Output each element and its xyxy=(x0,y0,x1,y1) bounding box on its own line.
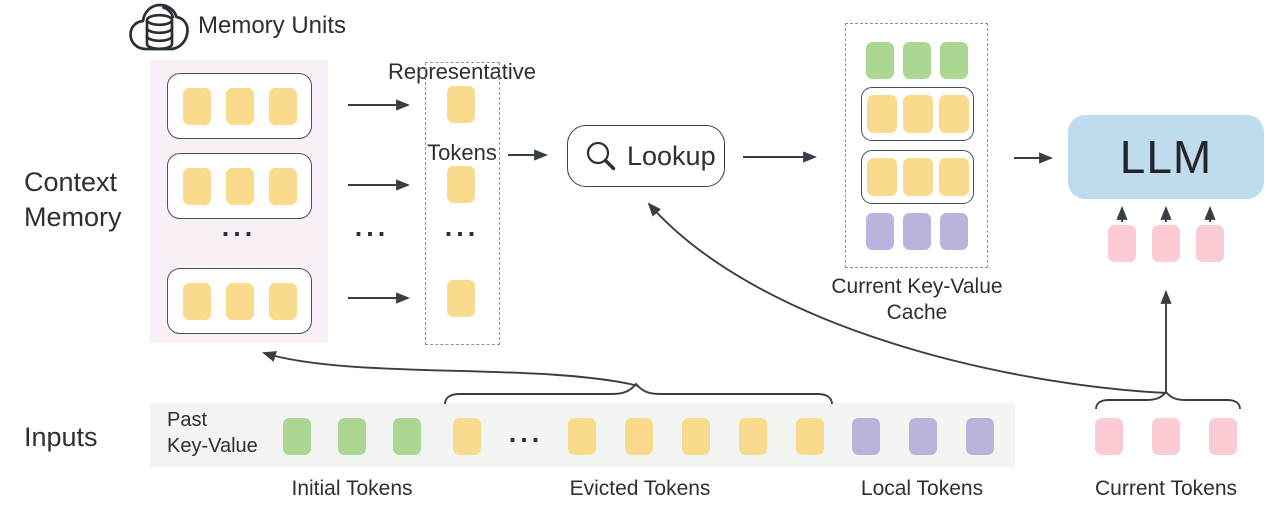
yellow-token xyxy=(866,158,897,196)
yellow-token xyxy=(182,282,211,320)
lookup-label: Lookup xyxy=(627,140,716,171)
purple-token xyxy=(865,213,894,250)
llm-input-tokens xyxy=(1108,225,1224,262)
cache-memory-unit-2 xyxy=(861,150,974,204)
representative-token-1 xyxy=(447,86,475,123)
green-token xyxy=(865,42,894,79)
pink-token xyxy=(1152,225,1180,262)
yellow-token xyxy=(447,280,475,317)
purple-token xyxy=(966,418,994,455)
yellow-token xyxy=(739,418,767,455)
arrows-ellipsis: ... xyxy=(354,212,390,242)
current-tokens-group xyxy=(1095,418,1237,455)
pink-token xyxy=(1209,418,1237,455)
representative-tokens-box xyxy=(425,62,500,345)
yellow-token xyxy=(902,158,933,196)
yellow-token xyxy=(568,418,596,455)
representative-token-2 xyxy=(447,166,475,203)
yellow-token xyxy=(938,158,969,196)
yellow-token xyxy=(225,282,254,320)
yellow-token xyxy=(902,95,933,133)
pink-token xyxy=(1152,418,1180,455)
yellow-token xyxy=(866,95,897,133)
representative-token-3 xyxy=(447,280,475,317)
evicted-tokens-label: Evicted Tokens xyxy=(569,477,711,500)
green-token xyxy=(338,418,366,455)
memory-unit-3 xyxy=(167,268,312,334)
yellow-token xyxy=(182,87,211,125)
yellow-token xyxy=(225,87,254,125)
lookup-box: Lookup xyxy=(567,125,725,187)
memory-unit-1 xyxy=(167,73,312,139)
initial-tokens-label: Initial Tokens xyxy=(291,477,413,500)
yellow-token xyxy=(453,418,481,455)
memory-units-ellipsis: ... xyxy=(221,212,257,242)
purple-token xyxy=(909,418,937,455)
evicted-tokens-head xyxy=(453,418,481,455)
green-token xyxy=(283,418,311,455)
yellow-token xyxy=(268,282,297,320)
pink-token xyxy=(1196,225,1224,262)
representative-ellipsis: ... xyxy=(444,212,480,242)
memory-units-label: Memory Units xyxy=(198,12,347,39)
past-key-value-label: Past Key-Value xyxy=(167,409,258,457)
memory-units-cloud-icon xyxy=(126,0,192,56)
current-kv-cache-label: Current Key-Value Cache xyxy=(831,275,1003,324)
current-tokens-label: Current Tokens xyxy=(1094,477,1238,500)
yellow-token xyxy=(625,418,653,455)
inputs-label: Inputs xyxy=(24,422,98,452)
search-icon xyxy=(585,140,618,173)
evicted-tokens-brace xyxy=(444,382,833,405)
purple-token xyxy=(939,213,968,250)
representative-tokens-label: Representative Tokens xyxy=(388,59,536,165)
cache-memory-unit-1 xyxy=(861,87,974,141)
green-token xyxy=(902,42,931,79)
yellow-token xyxy=(268,87,297,125)
local-tokens-label: Local Tokens xyxy=(860,477,984,500)
cache-initial-row xyxy=(845,42,988,79)
memory-unit-2 xyxy=(167,153,312,219)
yellow-token xyxy=(182,167,211,205)
context-memory-label: Context Memory xyxy=(24,167,122,232)
arrow-evicted-to-context-memory xyxy=(261,351,640,387)
llm-box: LLM xyxy=(1068,115,1264,199)
pink-token xyxy=(1108,225,1136,262)
yellow-token xyxy=(938,95,969,133)
evicted-tokens-ellipsis: ... xyxy=(508,418,544,448)
yellow-token xyxy=(682,418,710,455)
yellow-token xyxy=(796,418,824,455)
purple-token xyxy=(852,418,880,455)
yellow-token xyxy=(268,167,297,205)
yellow-token xyxy=(447,86,475,123)
purple-token xyxy=(902,213,931,250)
initial-tokens-group xyxy=(283,418,421,455)
local-tokens-group xyxy=(852,418,994,455)
green-token xyxy=(393,418,421,455)
green-token xyxy=(939,42,968,79)
yellow-token xyxy=(225,167,254,205)
llm-label: LLM xyxy=(1119,131,1213,183)
evicted-tokens-group xyxy=(568,418,824,455)
current-tokens-brace xyxy=(1095,390,1241,410)
cache-local-row xyxy=(845,213,988,250)
pink-token xyxy=(1095,418,1123,455)
yellow-token xyxy=(447,166,475,203)
